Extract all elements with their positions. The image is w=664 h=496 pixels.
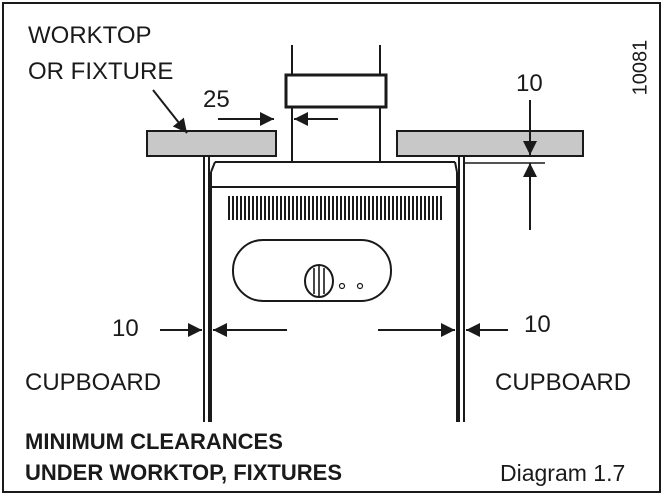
- louvre-slot: [340, 196, 342, 220]
- louvre-slot: [304, 196, 306, 220]
- louvre-slot: [268, 196, 270, 220]
- worktop-leader-line: [152, 89, 188, 134]
- louvre-slot: [400, 196, 402, 220]
- boiler-top-edge-left: [210, 161, 216, 173]
- louvre-slot: [424, 196, 426, 220]
- louvre-slot: [236, 196, 238, 220]
- louvre-slot: [232, 196, 234, 220]
- louvre-slot: [364, 196, 366, 220]
- louvre-slot: [252, 196, 254, 220]
- control-knob-pointer: [313, 266, 325, 296]
- louvre-slot: [312, 196, 314, 220]
- boiler-louvre-grille: [228, 196, 442, 220]
- indicator-light-2: [356, 282, 364, 290]
- cupboard-right-label: CUPBOARD: [495, 369, 632, 396]
- dim-10-left-label: 10: [112, 315, 139, 342]
- louvre-slot: [328, 196, 330, 220]
- louvre-slot: [436, 196, 438, 220]
- worktop-right: [396, 130, 584, 157]
- louvre-slot: [332, 196, 334, 220]
- title-line1: MINIMUM CLEARANCES: [25, 429, 283, 454]
- louvre-slot: [412, 196, 414, 220]
- louvre-slot: [276, 196, 278, 220]
- louvre-slot: [352, 196, 354, 220]
- louvre-slot: [348, 196, 350, 220]
- worktop-left: [146, 130, 277, 157]
- louvre-slot: [392, 196, 394, 220]
- louvre-slot: [356, 196, 358, 220]
- louvre-slot: [256, 196, 258, 220]
- louvre-slot: [336, 196, 338, 220]
- dim-10-top-label: 10: [516, 70, 543, 97]
- louvre-slot: [372, 196, 374, 220]
- louvre-slot: [388, 196, 390, 220]
- worktop-label-line1: WORKTOP: [28, 22, 152, 49]
- louvre-slot: [308, 196, 310, 220]
- louvre-slot: [296, 196, 298, 220]
- louvre-slot: [244, 196, 246, 220]
- louvre-slot: [380, 196, 382, 220]
- louvre-slot: [396, 196, 398, 220]
- louvre-slot: [288, 196, 290, 220]
- dim-25-label: 25: [203, 86, 230, 113]
- flue-collar: [284, 73, 388, 109]
- louvre-slot: [440, 196, 442, 220]
- louvre-slot: [248, 196, 250, 220]
- louvre-slot: [260, 196, 262, 220]
- louvre-slot: [292, 196, 294, 220]
- louvre-slot: [284, 196, 286, 220]
- title-line2: UNDER WORKTOP, FIXTURES: [25, 460, 342, 485]
- louvre-slot: [408, 196, 410, 220]
- dim-10-right-label: 10: [524, 311, 551, 338]
- louvre-slot: [264, 196, 266, 220]
- louvre-slot: [272, 196, 274, 220]
- drawing-reference-number: 10081: [629, 39, 652, 96]
- louvre-slot: [324, 196, 326, 220]
- louvre-slot: [360, 196, 362, 220]
- worktop-label-line2: OR FIXTURE: [28, 58, 174, 85]
- cupboard-left-label: CUPBOARD: [25, 369, 162, 396]
- louvre-slot: [280, 196, 282, 220]
- louvre-slot: [428, 196, 430, 220]
- louvre-slot: [432, 196, 434, 220]
- louvre-slot: [420, 196, 422, 220]
- louvre-slot: [316, 196, 318, 220]
- louvre-slot: [228, 196, 230, 220]
- louvre-slot: [384, 196, 386, 220]
- louvre-slot: [344, 196, 346, 220]
- boiler-top-edge-right: [454, 161, 458, 173]
- indicator-light-1: [338, 282, 346, 290]
- louvre-slot: [376, 196, 378, 220]
- louvre-slot: [240, 196, 242, 220]
- louvre-slot: [300, 196, 302, 220]
- louvre-slot: [404, 196, 406, 220]
- louvre-slot: [368, 196, 370, 220]
- louvre-slot: [416, 196, 418, 220]
- diagram-number: Diagram 1.7: [500, 460, 626, 486]
- louvre-slot: [320, 196, 322, 220]
